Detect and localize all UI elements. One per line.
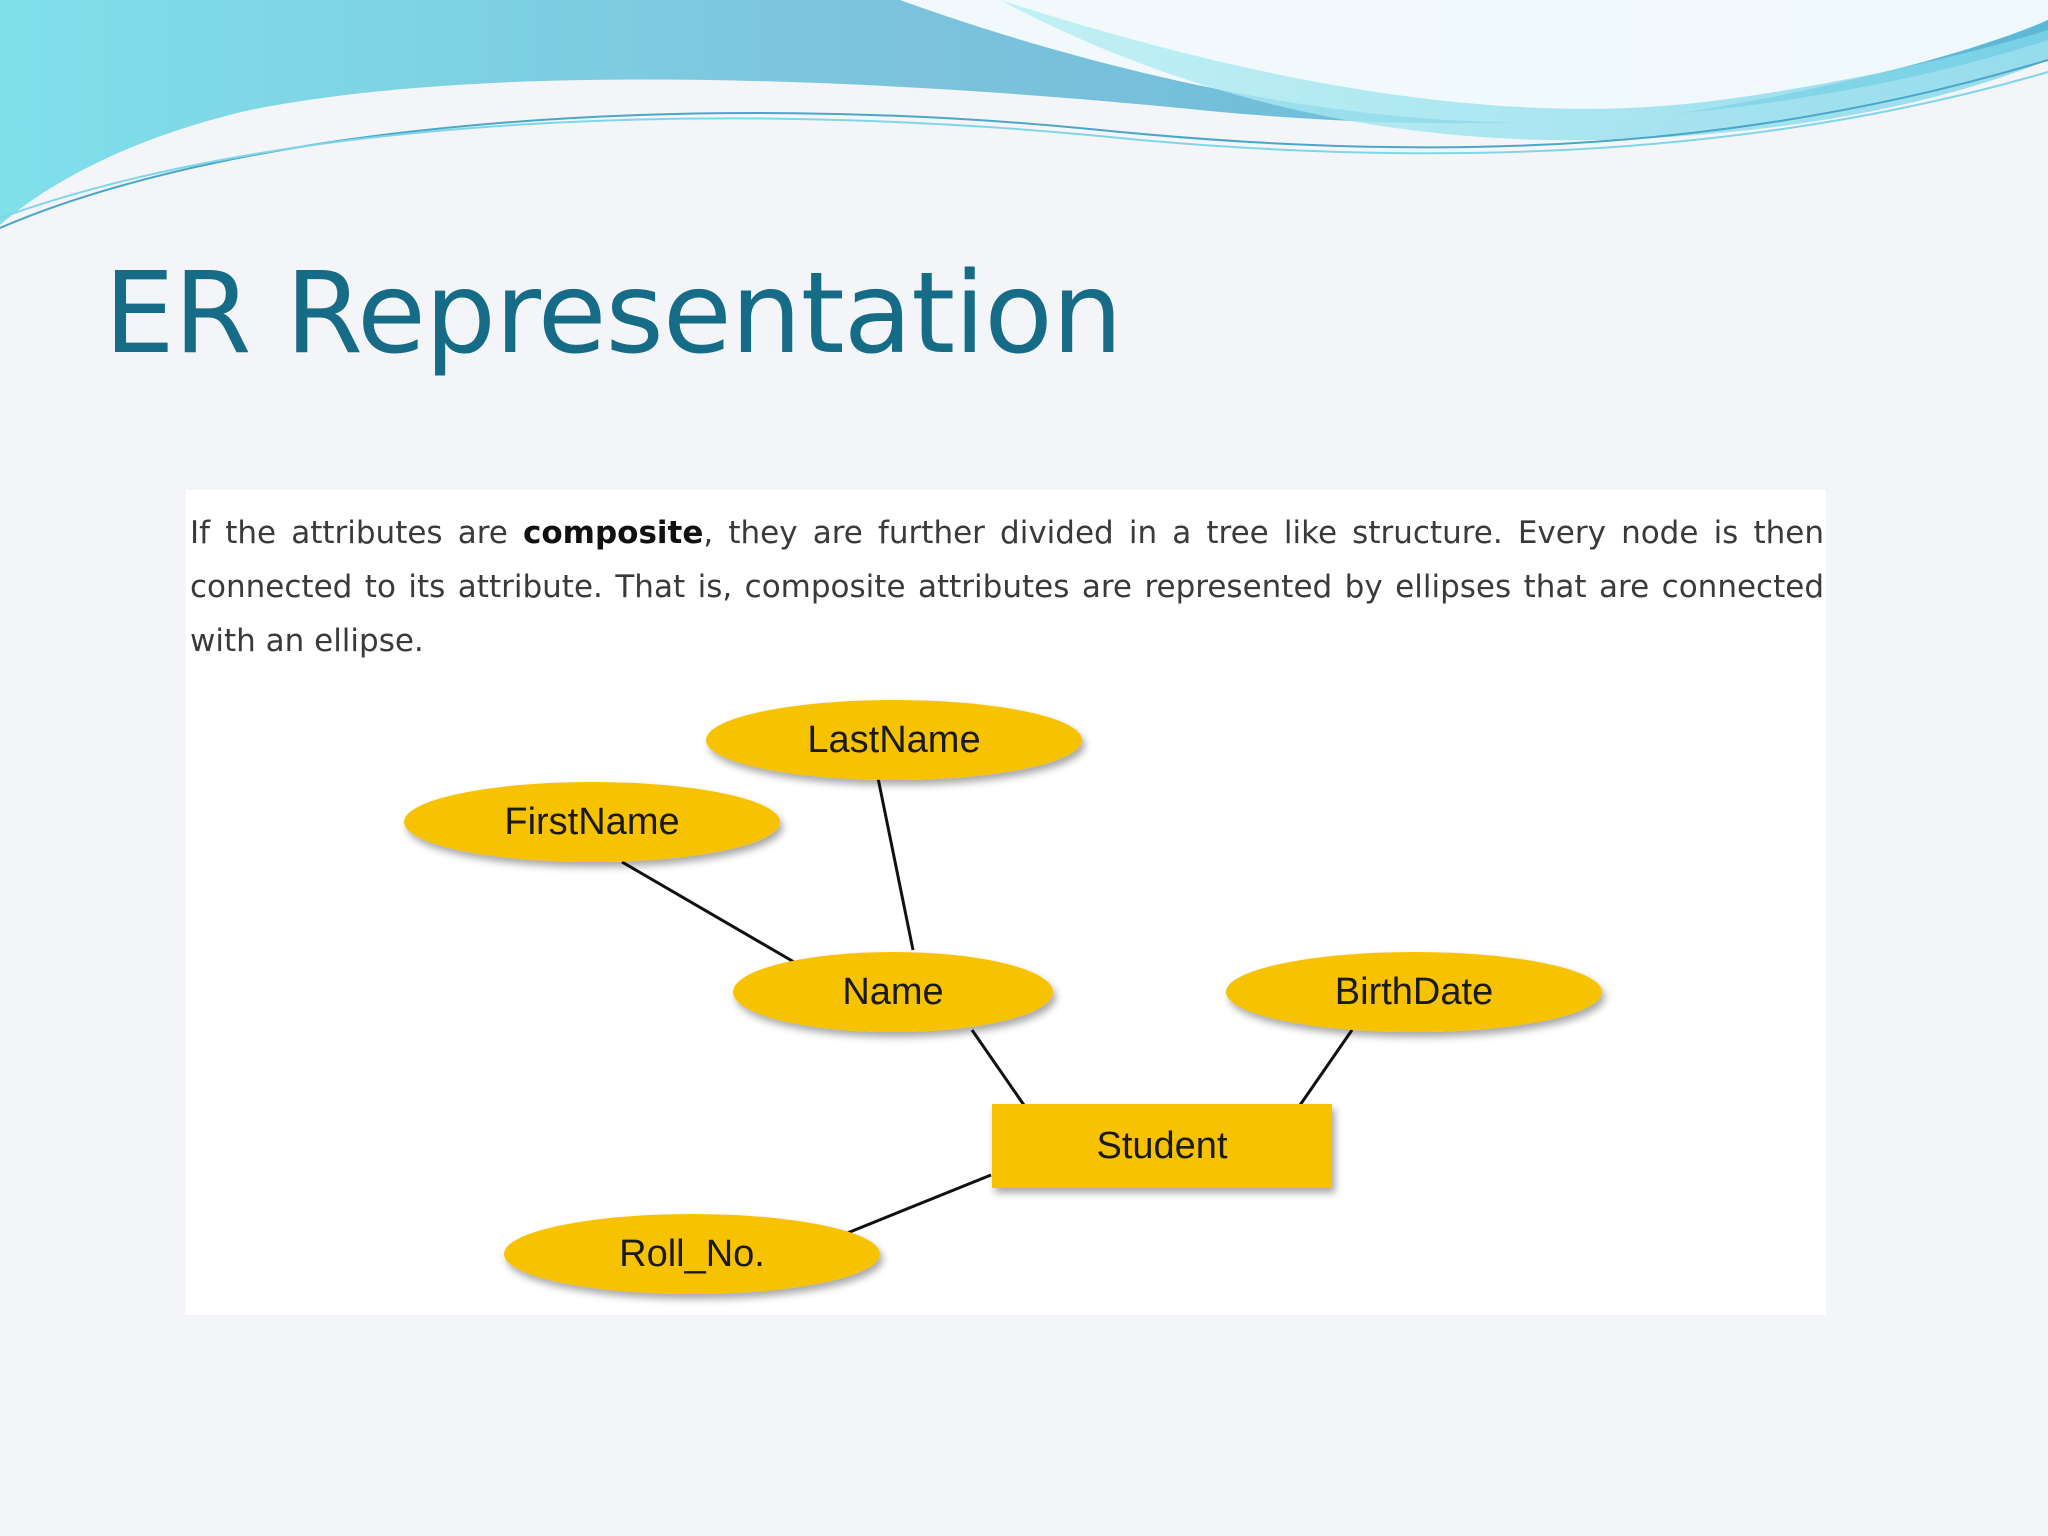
- edge-name-student: [970, 1029, 1028, 1109]
- attribute-lastname-label: LastName: [807, 719, 980, 761]
- edge-birthdate-student: [1296, 1029, 1354, 1109]
- header-wave-decoration: [0, 0, 2048, 229]
- entity-student: Student: [992, 1104, 1332, 1188]
- attribute-firstname-shape: [404, 782, 780, 862]
- edge-lastname-name: [876, 777, 915, 951]
- description-emphasis: composite: [522, 515, 704, 551]
- attribute-name-shape: [733, 952, 1053, 1032]
- attribute-firstname-label: FirstName: [504, 801, 679, 843]
- attribute-birthdate: BirthDate: [1226, 952, 1602, 1032]
- description-text-before: If the attributes are: [190, 515, 523, 551]
- attribute-birthdate-shape: [1226, 952, 1602, 1032]
- attribute-firstname: FirstName: [404, 782, 780, 862]
- attribute-lastname-shape: [706, 700, 1082, 780]
- attribute-birthdate-label: BirthDate: [1335, 971, 1493, 1013]
- edge-firstname-name: [621, 860, 795, 964]
- er-diagram: LastName FirstName Name BirthDate Roll_N…: [404, 700, 1602, 1294]
- entity-student-label: Student: [1097, 1125, 1228, 1167]
- attribute-name-label: Name: [842, 971, 943, 1013]
- attribute-rollno-shape: [504, 1214, 880, 1294]
- attribute-rollno-label: Roll_No.: [619, 1233, 765, 1275]
- attribute-lastname: LastName: [706, 700, 1082, 780]
- edge-rollno-student: [829, 1173, 992, 1242]
- figure-description: If the attributes are composite, they ar…: [190, 506, 1824, 668]
- attribute-rollno: Roll_No.: [504, 1214, 880, 1294]
- description-text-after: , they are further divided in a tree lik…: [190, 515, 1824, 659]
- slide-title: ER Representation: [104, 249, 1123, 379]
- er-figure: If the attributes are composite, they ar…: [186, 490, 1826, 1315]
- entity-student-shape: [992, 1104, 1332, 1188]
- attribute-name: Name: [733, 952, 1053, 1032]
